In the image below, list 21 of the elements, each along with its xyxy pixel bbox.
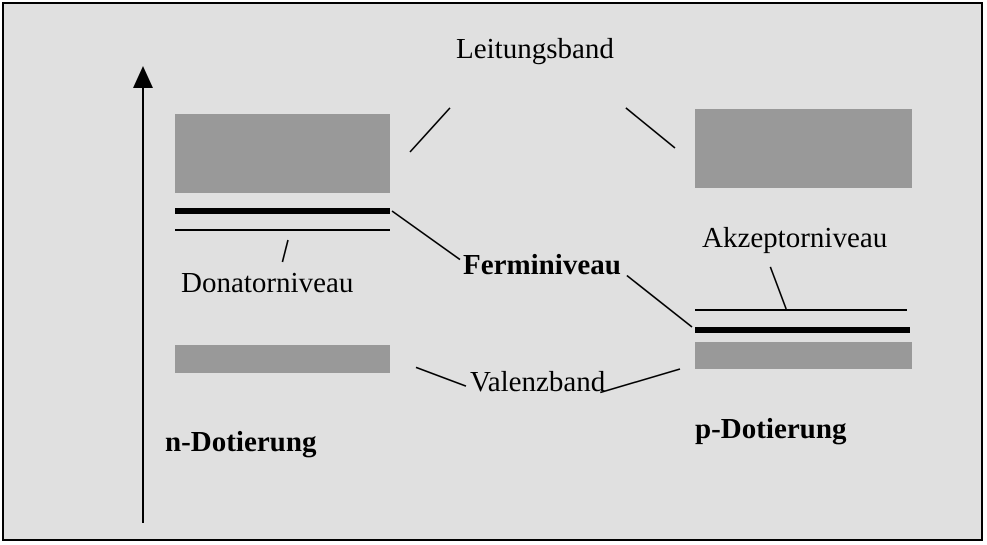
doping-type-label: n-Dotierung xyxy=(165,427,316,459)
leader-line xyxy=(416,366,466,387)
level-label: Akzeptorniveau xyxy=(702,223,888,255)
level-label: Valenzband xyxy=(470,367,606,399)
leader-line xyxy=(625,107,676,149)
level-label: Leitungsband xyxy=(456,34,614,66)
leader-line xyxy=(392,210,460,260)
leader-line xyxy=(626,274,692,328)
leader-line xyxy=(409,107,451,153)
energy-band xyxy=(695,109,912,188)
bold-level-label: Ferminiveau xyxy=(463,250,621,282)
leader-line xyxy=(770,266,787,310)
energy-level-line xyxy=(695,309,907,311)
energy-band xyxy=(175,345,390,373)
energy-band xyxy=(175,114,390,193)
energy-band xyxy=(695,342,912,369)
leader-line xyxy=(600,368,680,394)
doping-type-label: p-Dotierung xyxy=(695,414,846,446)
level-label: Donatorniveau xyxy=(181,268,354,300)
leader-line xyxy=(282,240,289,262)
energy-level-line xyxy=(175,229,390,231)
